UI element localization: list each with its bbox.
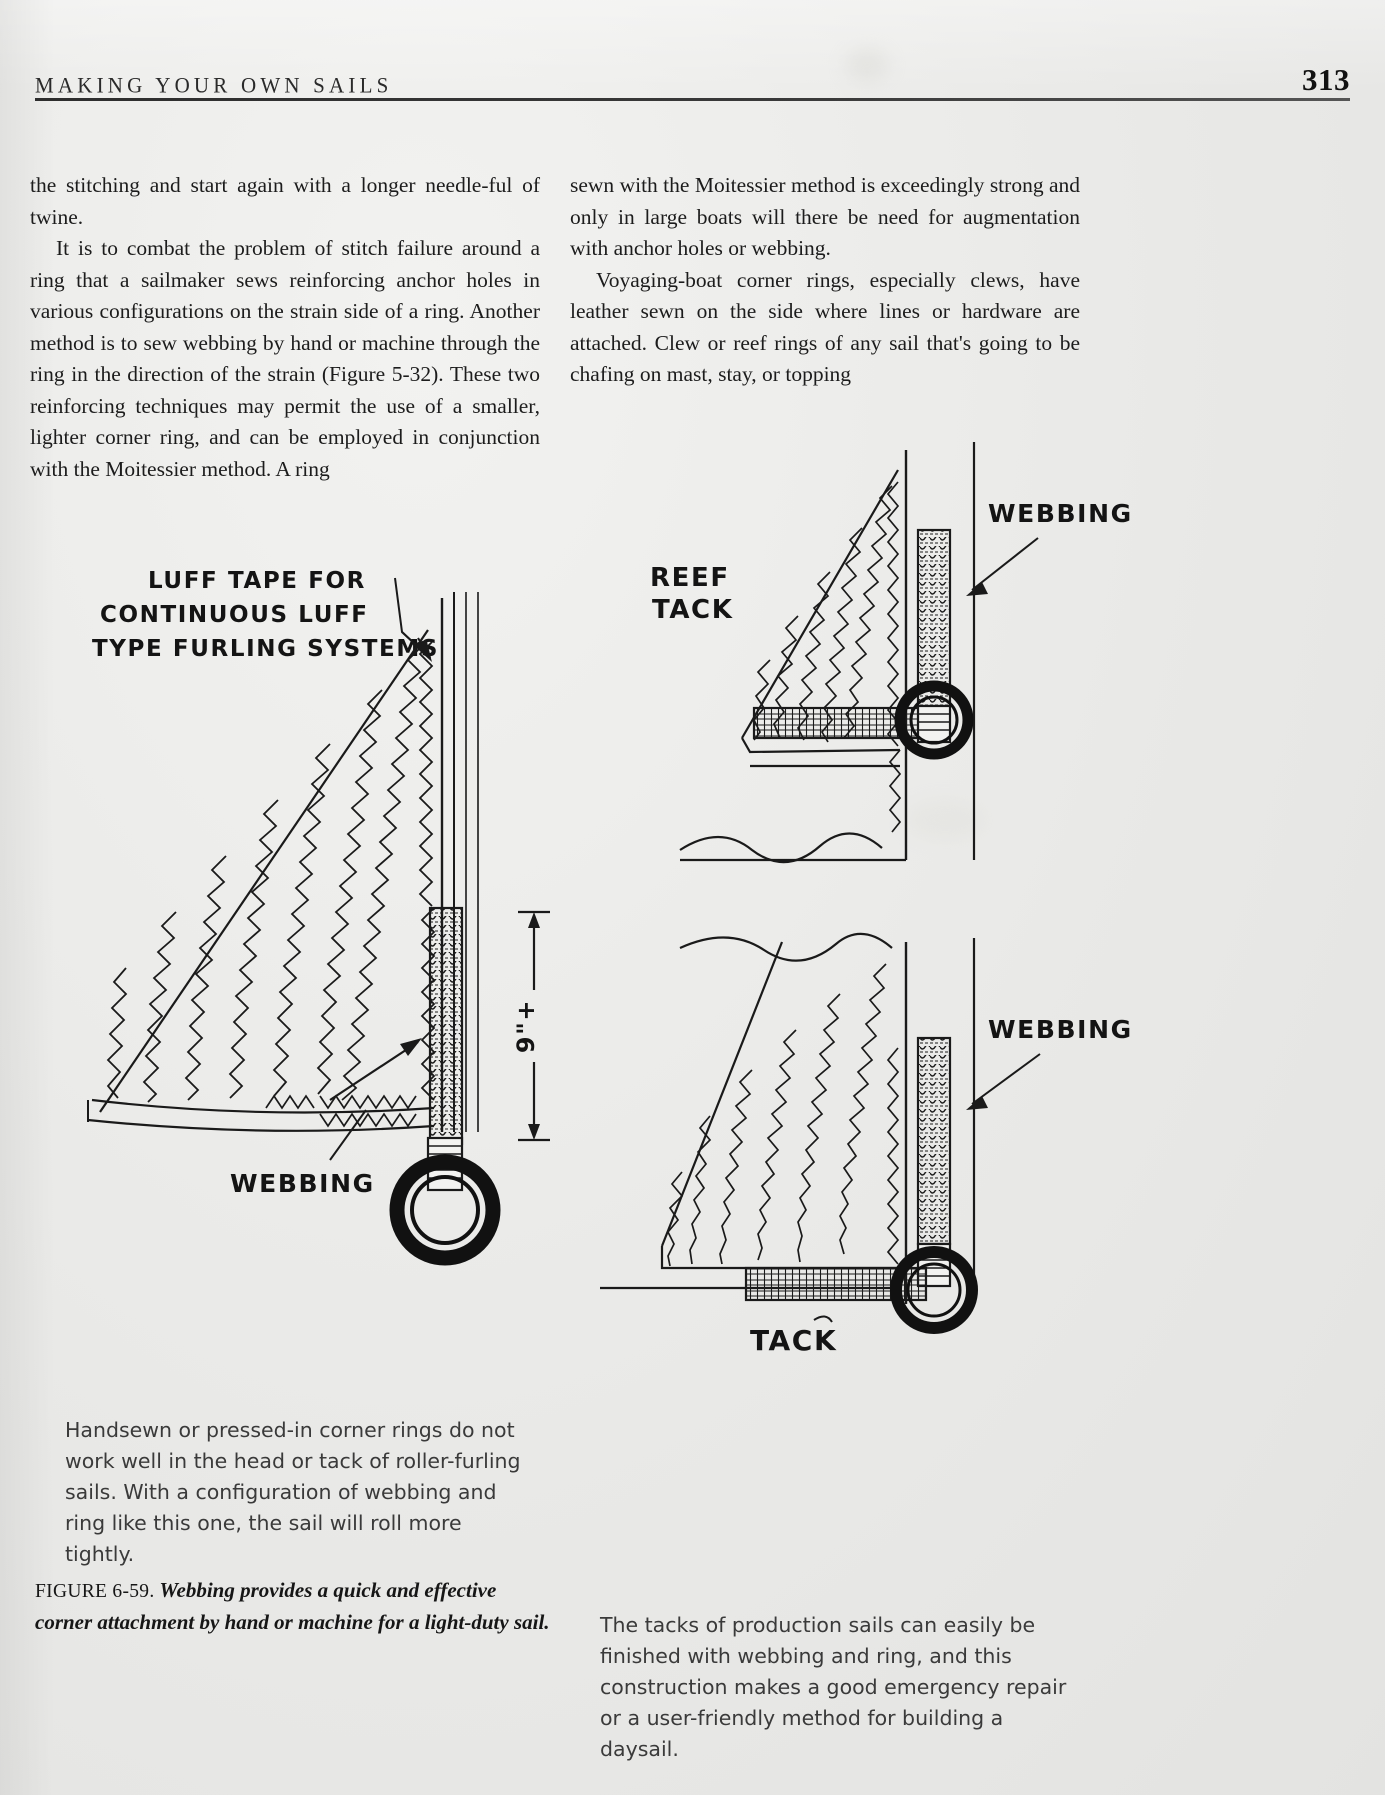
zigzag-stitch-rows: [106, 645, 423, 1103]
break-squiggle: [679, 932, 893, 962]
header-rule: [35, 98, 1350, 101]
webbing-label-leader: [329, 1109, 367, 1161]
zigzag-stitch-rows: [666, 963, 887, 1267]
tack-label: TACK: [750, 1324, 837, 1357]
figure-caption: FIGURE 6-59. Webbing provides a quick an…: [35, 1575, 550, 1637]
figure-right-bottom-drawing: WEBBING TACK: [600, 932, 1133, 1357]
dimension-indicator: [518, 910, 550, 1142]
svg-text:CONTINUOUS LUFF: CONTINUOUS LUFF: [100, 602, 369, 628]
tack-ring: [890, 1246, 978, 1334]
svg-text:LUFF TAPE FOR: LUFF TAPE FOR: [148, 568, 366, 594]
annotation-luff-tape: LUFF TAPE FOR CONTINUOUS LUFF TYPE FURLI…: [92, 568, 439, 662]
webbing-pointer-arrowhead: [400, 1038, 422, 1056]
luff-zigzag-stitch: [886, 481, 902, 833]
page-number: 313: [1302, 62, 1350, 97]
zigzag-stitch-rows: [752, 485, 893, 743]
luff-zigzag-stitch: [886, 1047, 900, 1265]
paragraph: Voyaging-boat corner rings, especially c…: [570, 267, 1080, 387]
figure-right-top-drawing: REEF TACK: [650, 442, 1133, 864]
paragraph: the stitching and start again with a lon…: [30, 173, 540, 229]
figure-caption-lead: FIGURE 6-59.: [35, 1581, 155, 1602]
figure-reef-tack: REEF TACK: [600, 420, 1140, 920]
luff-edge-lines: [904, 938, 976, 1304]
tack-label-flourish: [813, 1315, 833, 1323]
dimension-label: 9"+: [512, 999, 540, 1053]
reef-tack-ring: [894, 680, 974, 760]
foot-webbing-patch: [265, 1094, 417, 1128]
paragraph: It is to combat the problem of stitch fa…: [30, 236, 540, 481]
scan-smudge: [905, 800, 985, 840]
running-head: MAKING YOUR OWN SAILS 313: [35, 62, 1350, 98]
reef-label-line1: REEF: [650, 563, 730, 593]
webbing-pointer-arrow: [329, 1041, 419, 1101]
figure-roller-furling-head: LUFF TAPE FOR CONTINUOUS LUFF TYPE FURLI…: [30, 520, 570, 1280]
running-head-title: MAKING YOUR OWN SAILS: [35, 72, 393, 98]
webbing-label-leader: [971, 1053, 1041, 1105]
paragraph: sewn with the Moitessier method is excee…: [570, 173, 1080, 260]
svg-text:TYPE FURLING SYSTEMS: TYPE FURLING SYSTEMS: [92, 636, 439, 662]
figure-tack: WEBBING TACK: [600, 920, 1140, 1400]
webbing-label: WEBBING: [988, 499, 1133, 528]
scan-smudge: [845, 48, 889, 82]
webbing-strip-vertical: [916, 528, 952, 744]
webbing-label-arrowhead: [966, 582, 988, 596]
webbing-label: WEBBING: [988, 1015, 1133, 1044]
figure-left-drawing: LUFF TAPE FOR CONTINUOUS LUFF TYPE FURLI…: [87, 568, 550, 1266]
webbing-label-leader: [971, 537, 1039, 591]
figure-caption-text: Webbing provides a quick and effective c…: [35, 1578, 550, 1634]
corner-ring: [389, 1154, 501, 1266]
sail-panel-outline: [87, 629, 435, 1132]
webbing-label: WEBBING: [230, 1169, 375, 1198]
webbing-label-arrowhead: [966, 1096, 988, 1110]
caption-left: Handsewn or pressed-in corner rings do n…: [65, 1418, 521, 1566]
body-column-left: the stitching and start again with a lon…: [30, 170, 540, 485]
body-column-right: sewn with the Moitessier method is excee…: [570, 170, 1080, 391]
caption-right: The tacks of production sails can easily…: [600, 1613, 1067, 1761]
sail-panel-outline: [741, 469, 901, 768]
reef-label-line2: TACK: [652, 595, 733, 625]
break-squiggle: [679, 832, 883, 864]
webbing-strip-vertical: [428, 906, 464, 1146]
